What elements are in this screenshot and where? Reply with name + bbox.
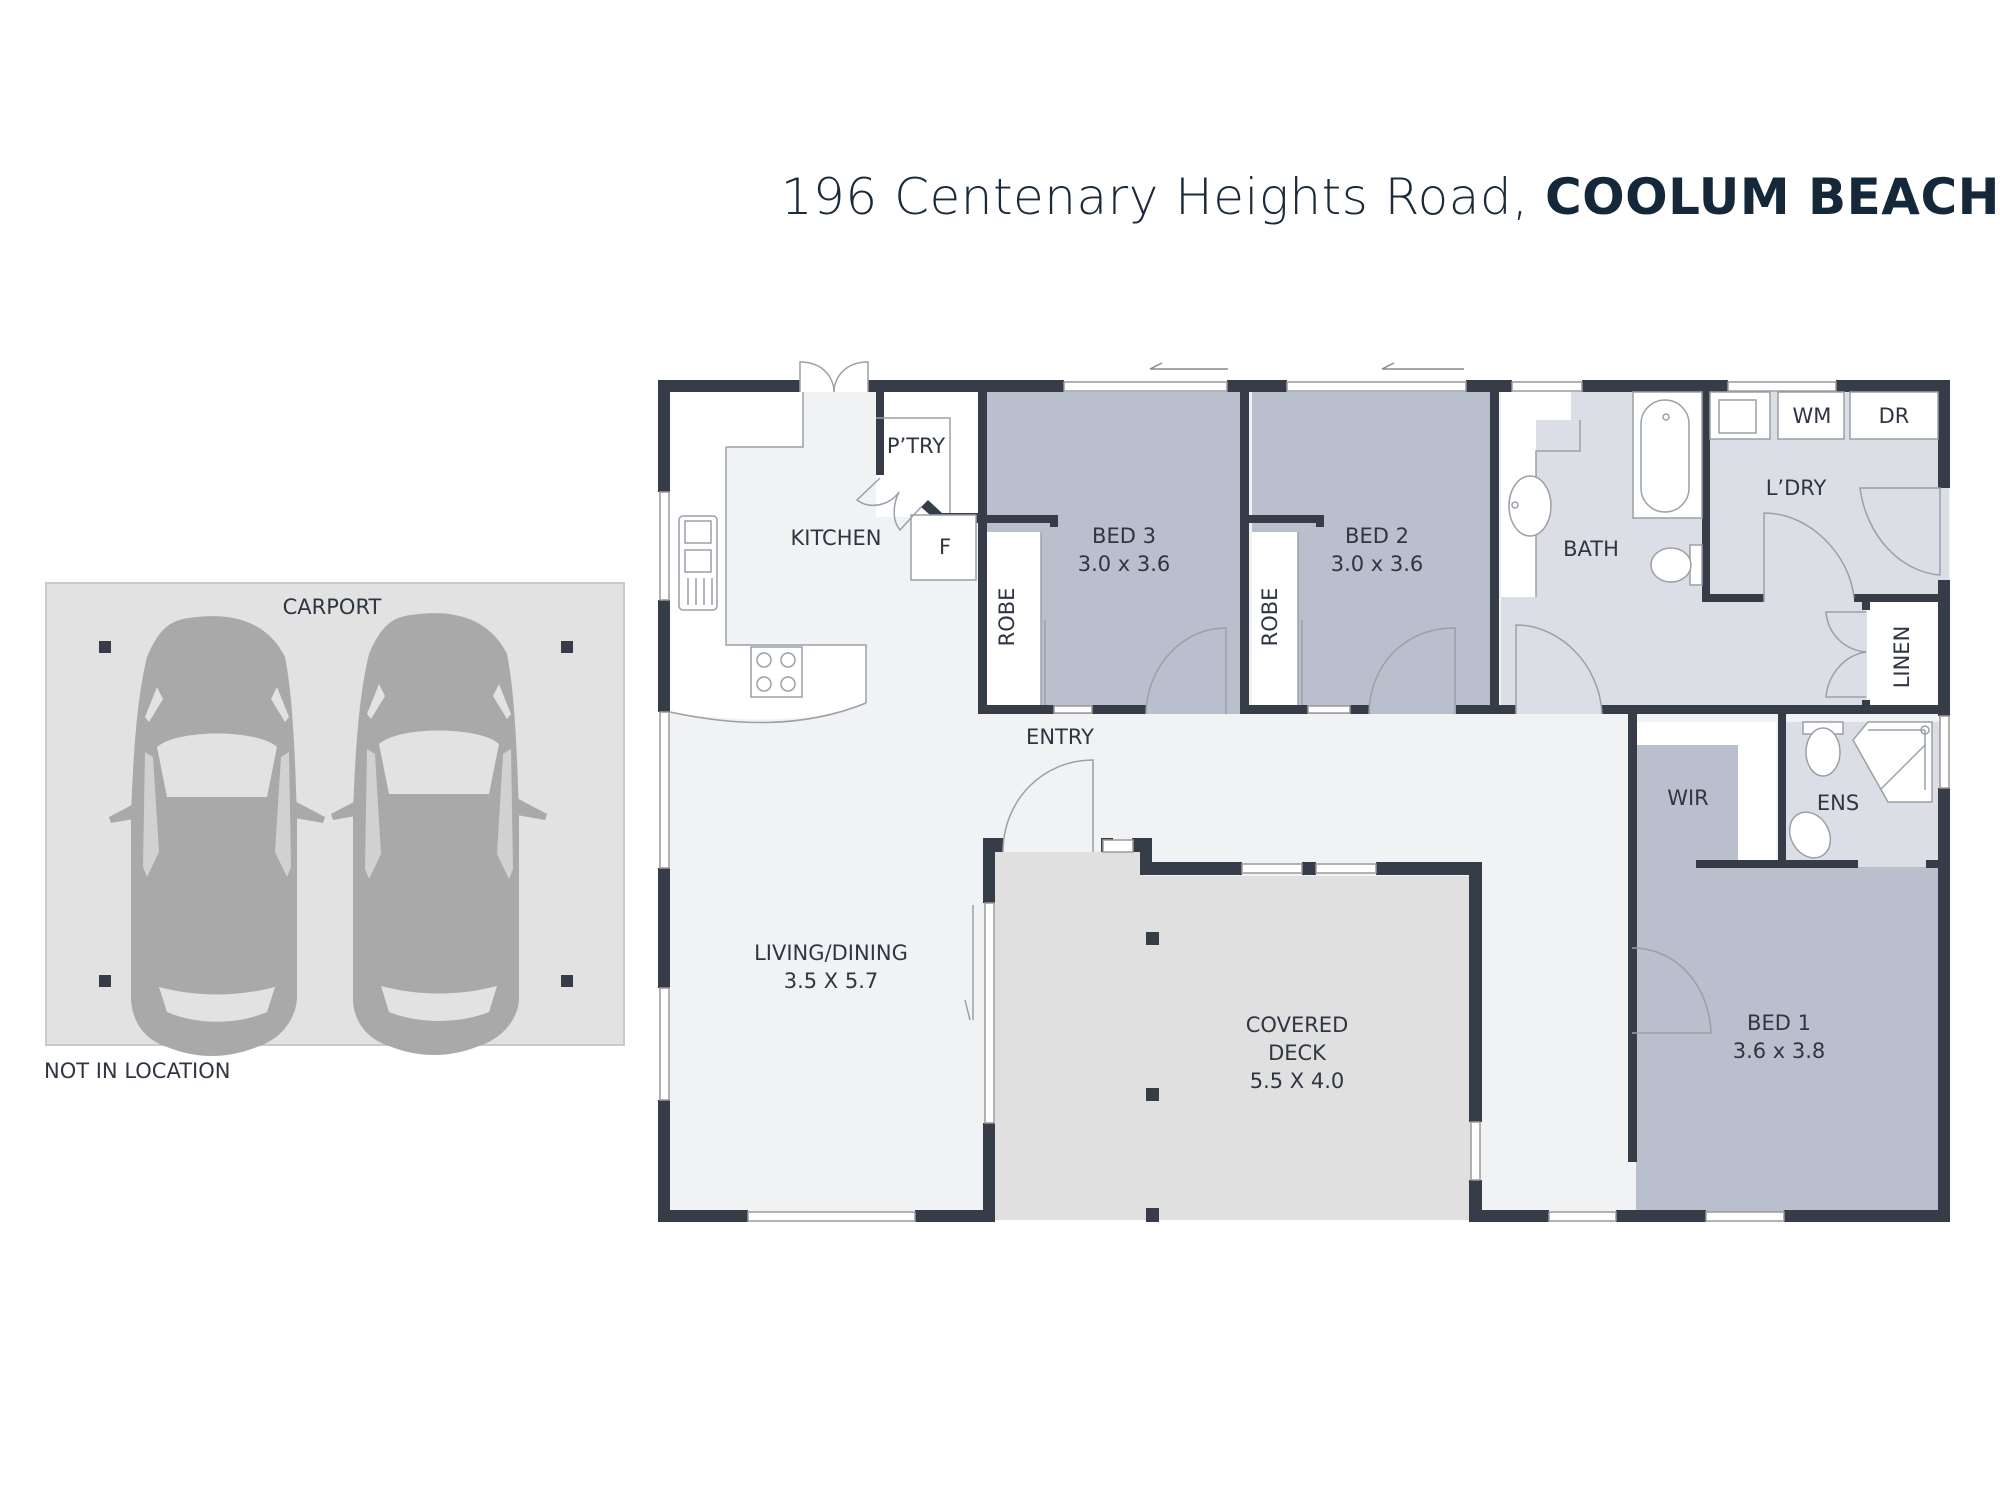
room-label-covered-deck-2: DECK xyxy=(1268,1041,1327,1065)
sink-icon xyxy=(684,520,712,544)
room-dims-bed1: 3.6 x 3.8 xyxy=(1733,1039,1826,1063)
basin-icon xyxy=(1508,475,1552,537)
room-dims-covered-deck: 5.5 X 4.0 xyxy=(1250,1069,1345,1093)
sink-icon xyxy=(678,515,718,611)
door-swing xyxy=(799,361,835,393)
car-icon xyxy=(331,613,547,1055)
windows xyxy=(659,381,1950,1222)
bed3-door-swing xyxy=(1145,627,1227,715)
carport: CARPORT xyxy=(45,582,625,1056)
robe-label-bed3: ROBE xyxy=(995,588,1019,647)
carport-label: CARPORT xyxy=(283,595,382,619)
external-laundry-door xyxy=(1859,487,1941,576)
ensuite-basin-icon xyxy=(1788,811,1832,859)
room-dims-bed2: 3.0 x 3.6 xyxy=(1331,552,1424,576)
window-slide-arrows xyxy=(1149,362,1464,370)
not-in-location-note: NOT IN LOCATION xyxy=(44,1059,230,1083)
carport-post xyxy=(99,641,111,653)
room-label-ensuite: ENS xyxy=(1817,791,1859,815)
room-label-bath: BATH xyxy=(1563,537,1619,561)
washing-machine-box xyxy=(1777,391,1845,440)
carport-post xyxy=(99,975,111,987)
room-label-bed2: BED 2 xyxy=(1345,524,1409,548)
fridge-label: F xyxy=(939,535,951,559)
car-icon xyxy=(109,616,325,1056)
fridge-box xyxy=(910,514,977,581)
toilet-icon xyxy=(1650,547,1692,583)
room-label-bed1: BED 1 xyxy=(1747,1011,1811,1035)
kitchen-island-curve xyxy=(669,702,867,724)
entry-door-swing xyxy=(1002,759,1094,853)
fixtures xyxy=(669,361,1941,1034)
carport-post xyxy=(561,641,573,653)
carport-post xyxy=(561,975,573,987)
room-dims-living-dining: 3.5 X 5.7 xyxy=(784,969,879,993)
property-address-title: 196 Centenary Heights Road, COOLUM BEACH xyxy=(781,168,2000,226)
floor-fills xyxy=(668,392,1950,1220)
room-label-covered-deck: COVERED xyxy=(1246,1013,1349,1037)
room-label-entry: ENTRY xyxy=(1026,725,1094,749)
linen-label: LINEN xyxy=(1890,626,1914,689)
sink-icon xyxy=(684,549,712,573)
room-label-bed3: BED 3 xyxy=(1092,524,1156,548)
suburb-name: COOLUM BEACH xyxy=(1544,168,2000,226)
room-labels: KITCHEN P’TRY F BED 3 3.0 x 3.6 ROBE BED… xyxy=(754,404,1914,1093)
room-label-living-dining: LIVING/DINING xyxy=(754,941,908,965)
bath-door-swing xyxy=(1515,624,1603,715)
washing-machine-label: WM xyxy=(1793,404,1832,428)
room-label-kitchen: KITCHEN xyxy=(791,526,882,550)
room-label-laundry: L’DRY xyxy=(1766,476,1827,500)
room-label-wir: WIR xyxy=(1667,786,1709,810)
walls xyxy=(658,380,1950,1222)
kitchen-bench-outline xyxy=(726,392,804,448)
room-dims-bed3: 3.0 x 3.6 xyxy=(1078,552,1171,576)
room-label-pantry: P’TRY xyxy=(887,434,945,458)
robe-label-bed2: ROBE xyxy=(1258,588,1282,647)
bed1-door-swing xyxy=(1631,947,1712,1034)
dryer-label: DR xyxy=(1879,404,1910,428)
bathtub-icon xyxy=(1632,391,1703,519)
dryer-box xyxy=(1849,391,1939,440)
cooktop-icon xyxy=(750,646,803,698)
bed2-door-swing xyxy=(1368,627,1456,715)
shower-icon xyxy=(1852,721,1933,803)
street-address: 196 Centenary Heights Road, xyxy=(780,168,1529,226)
ensuite-toilet-icon xyxy=(1805,727,1841,777)
laundry-door-swing xyxy=(1763,512,1855,602)
